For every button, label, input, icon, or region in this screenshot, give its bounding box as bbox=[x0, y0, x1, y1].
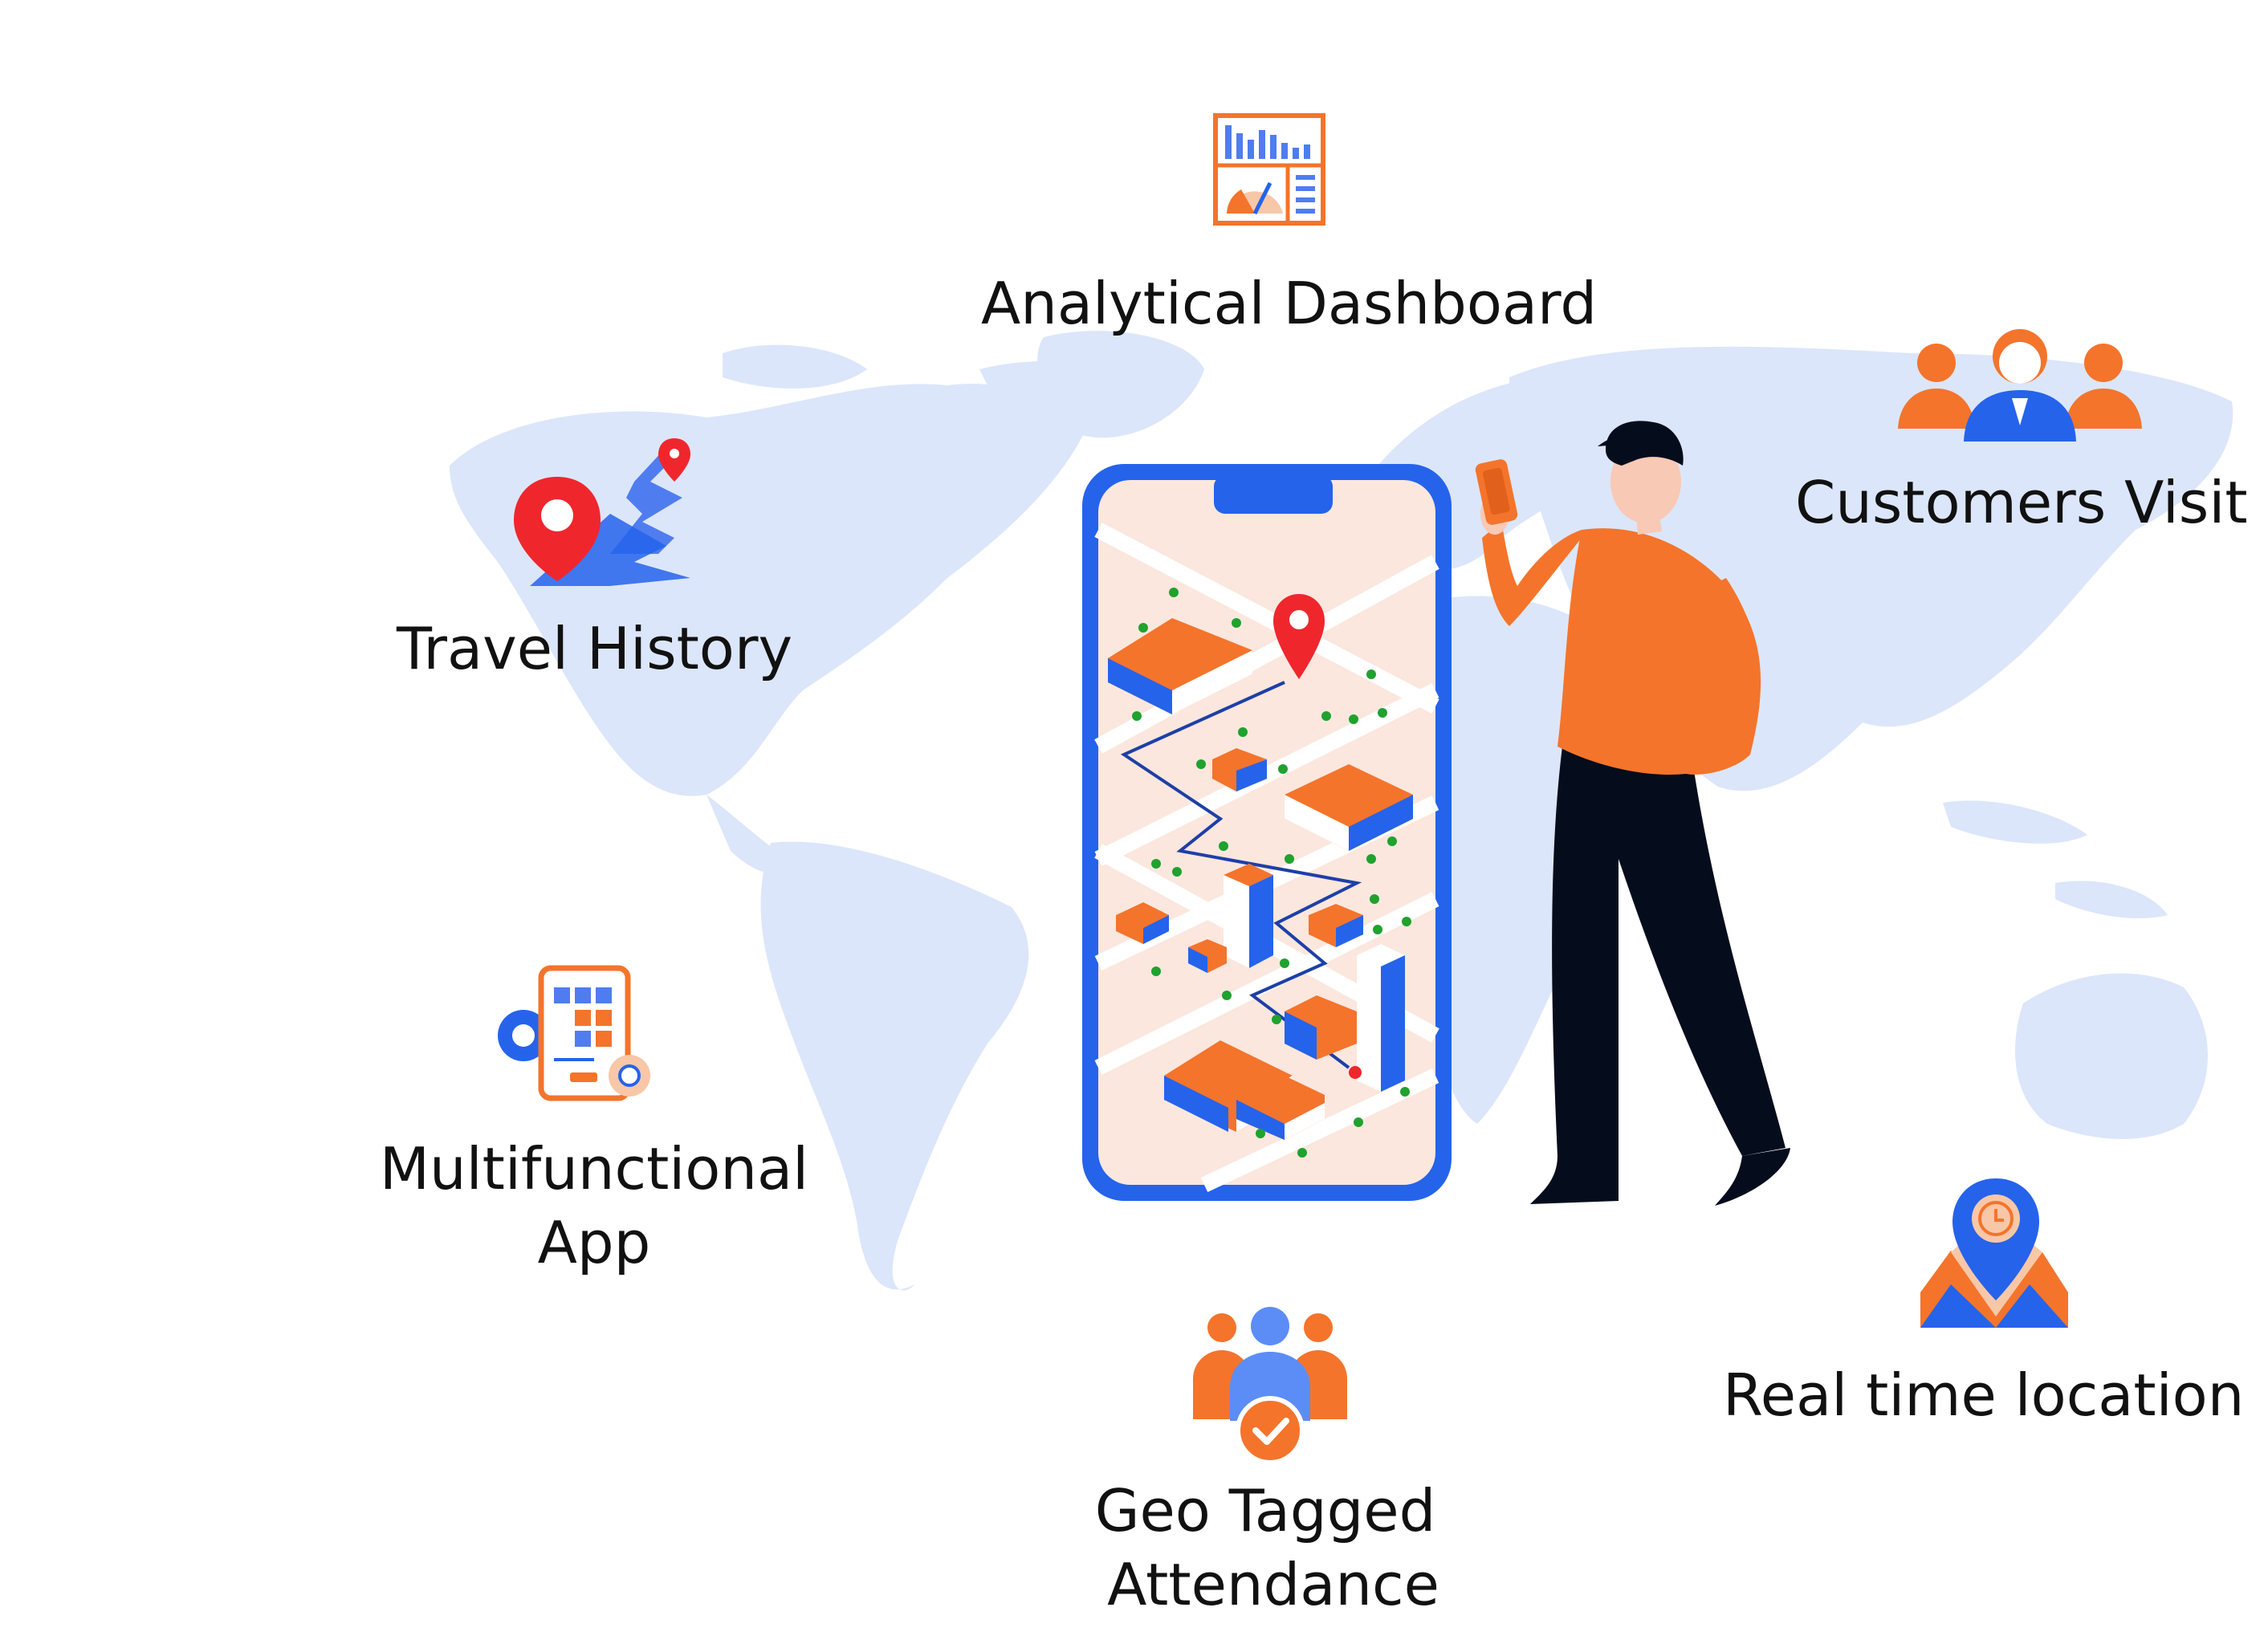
geo-tagged-attendance-label-line2: Attendance bbox=[1107, 1551, 1439, 1618]
multifunctional-app-label: Multifunctional App bbox=[369, 1132, 819, 1280]
customers-visit-label: Customers Visit bbox=[1795, 469, 2248, 536]
dashboard-chart-icon bbox=[1213, 113, 1325, 226]
route-pin-icon bbox=[514, 438, 690, 586]
customers-group-icon bbox=[1898, 329, 2142, 442]
multifunctional-app-label-line2: App bbox=[537, 1209, 651, 1276]
mobile-app-gear-icon bbox=[498, 965, 650, 1101]
person-holding-phone-illustration bbox=[1475, 421, 1790, 1206]
geo-tagged-attendance-label-line1: Geo Tagged bbox=[1094, 1477, 1436, 1544]
multifunctional-app-label-line1: Multifunctional bbox=[379, 1135, 809, 1203]
team-check-icon bbox=[1193, 1307, 1347, 1465]
analytical-dashboard-label: Analytical Dashboard bbox=[981, 270, 1598, 337]
map-pin-clock-icon bbox=[1920, 1178, 2068, 1328]
real-time-location-label: Real time location bbox=[1723, 1361, 2245, 1429]
phone-map-illustration bbox=[1082, 464, 1452, 1201]
geo-tagged-attendance-label: Geo Tagged Attendance bbox=[1048, 1474, 1498, 1622]
travel-history-label: Travel History bbox=[397, 615, 793, 682]
